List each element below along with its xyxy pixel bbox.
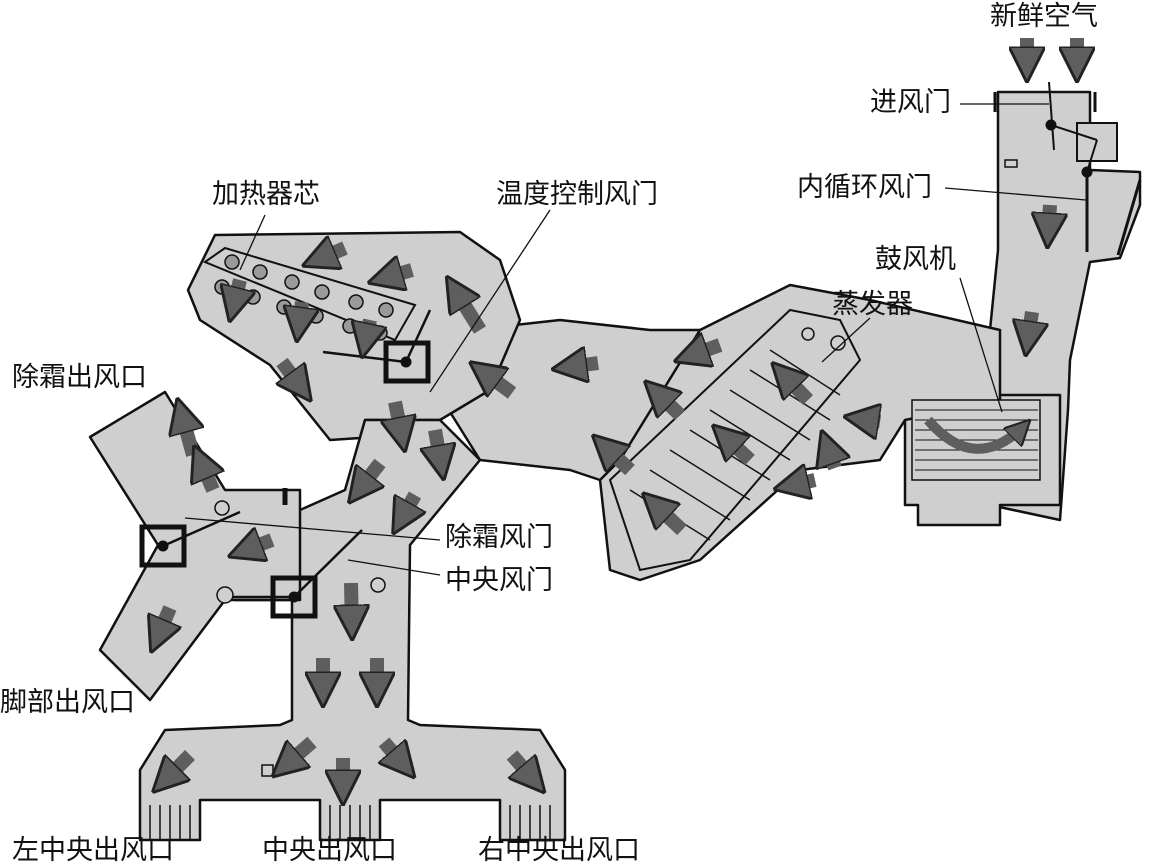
label-right-center-outlet: 右中央出风口 bbox=[478, 835, 640, 866]
label-fresh-air: 新鲜空气 bbox=[990, 1, 1098, 32]
dampers bbox=[139, 81, 1142, 777]
label-center-outlet: 中央出风口 bbox=[262, 835, 397, 866]
label-temp-door: 温度控制风门 bbox=[496, 179, 658, 210]
airflow-arrows bbox=[155, 38, 1077, 795]
label-center-door: 中央风门 bbox=[445, 565, 553, 596]
label-left-center-outlet: 左中央出风口 bbox=[12, 835, 174, 866]
blower-wheel bbox=[911, 399, 1041, 481]
label-blower: 鼓风机 bbox=[875, 244, 956, 275]
temp-door-pivot bbox=[383, 340, 431, 384]
label-recirc-door: 内循环风门 bbox=[797, 172, 932, 203]
label-inlet-door: 进风门 bbox=[870, 87, 951, 118]
label-heater-core: 加热器芯 bbox=[212, 179, 320, 210]
label-defrost-door: 除霜风门 bbox=[445, 522, 553, 553]
defrost-door-pivot bbox=[139, 524, 187, 568]
label-foot-outlet: 脚部出风口 bbox=[0, 687, 135, 718]
label-evaporator: 蒸发器 bbox=[832, 289, 913, 320]
label-defrost-outlet: 除霜出风口 bbox=[12, 362, 147, 393]
outlet-grilles bbox=[149, 805, 551, 840]
leader-lines bbox=[184, 103, 1087, 576]
